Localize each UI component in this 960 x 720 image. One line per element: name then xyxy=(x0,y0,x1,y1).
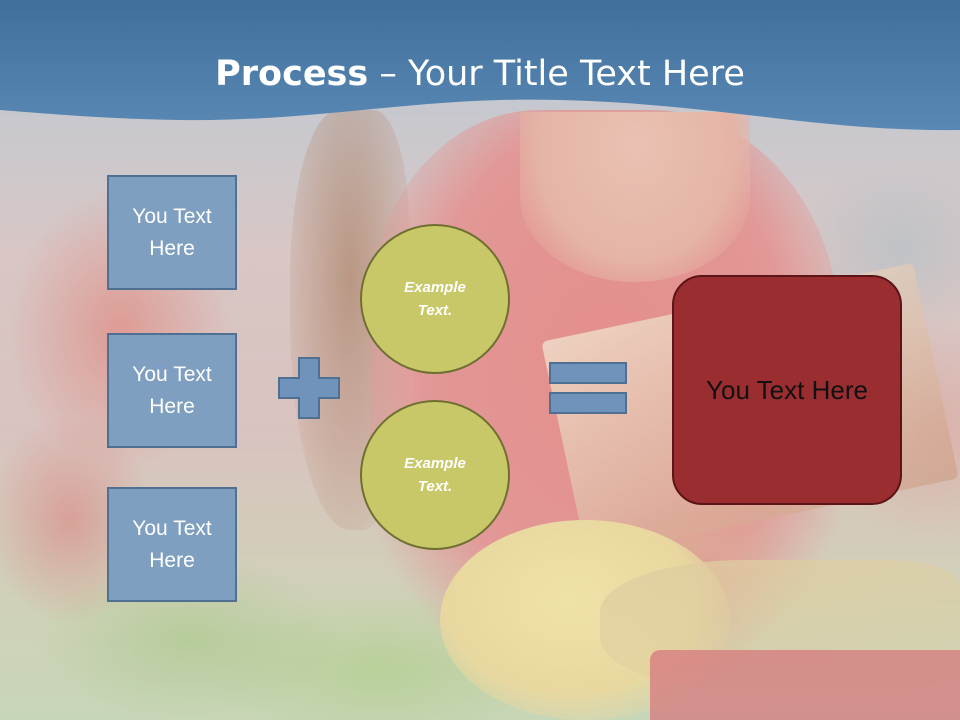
input-text-box-2[interactable]: You Text Here xyxy=(107,333,237,448)
background-red-cloth xyxy=(650,650,960,720)
title-banner: Process – Your Title Text Here xyxy=(0,0,960,140)
plus-icon xyxy=(278,357,340,419)
example-circle-2[interactable]: Example Text. xyxy=(360,400,510,550)
input-text-box-1[interactable]: You Text Here xyxy=(107,175,237,290)
background-figure-neckline xyxy=(520,112,750,282)
title-bold-part: Process xyxy=(215,54,369,94)
page-title: Process – Your Title Text Here xyxy=(0,52,960,96)
banner-wave-shape xyxy=(0,0,960,131)
result-box[interactable]: You Text Here xyxy=(672,275,902,505)
input-text-box-3[interactable]: You Text Here xyxy=(107,487,237,602)
equals-icon xyxy=(549,362,627,414)
example-circle-1[interactable]: Example Text. xyxy=(360,224,510,374)
title-rest-part: – Your Title Text Here xyxy=(368,54,745,94)
